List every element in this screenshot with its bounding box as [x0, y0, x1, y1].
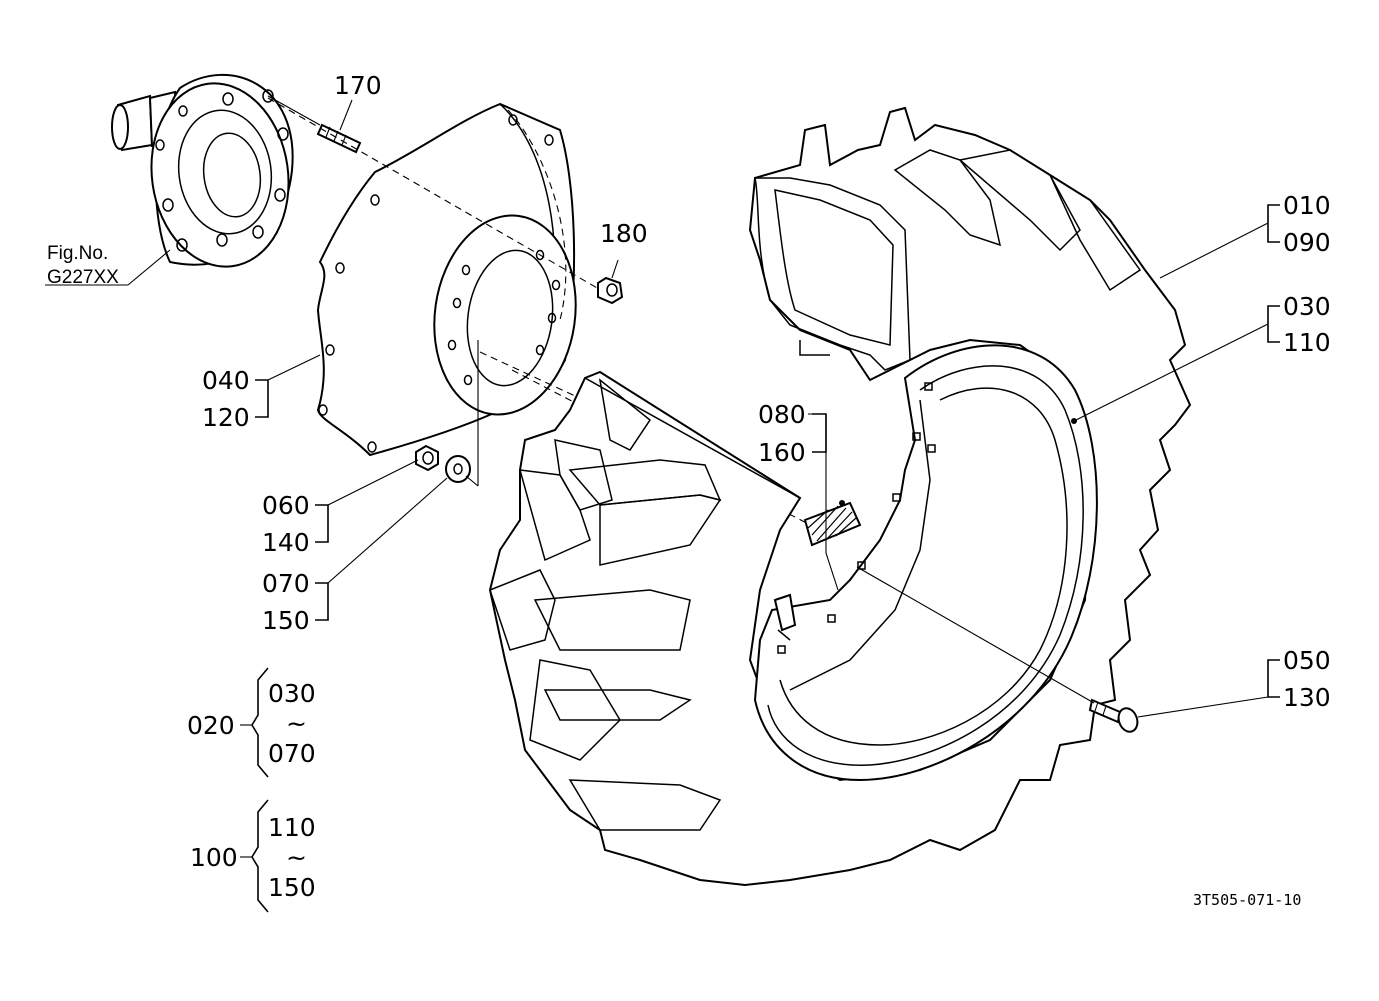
- label-plate: [803, 500, 862, 547]
- callout-160: 160: [758, 438, 806, 467]
- callout-150: 150: [262, 606, 310, 635]
- callout-060: 060: [262, 491, 310, 520]
- callout-120: 120: [202, 403, 250, 432]
- callout-040: 040: [202, 366, 250, 395]
- callout-140: 140: [262, 528, 310, 557]
- washer: [445, 455, 471, 483]
- drawing-code: 3T505-071-10: [1193, 891, 1301, 909]
- wheel-disc: [316, 102, 577, 457]
- fig-no-label: Fig.No.: [47, 243, 108, 264]
- assembly-to: 150: [268, 873, 316, 902]
- callout-050: 050: [1283, 646, 1331, 675]
- callout-170: 170: [334, 71, 382, 100]
- hub-flange: [111, 73, 294, 268]
- assembly-from: 030: [268, 679, 316, 708]
- callout-090: 090: [1283, 228, 1331, 257]
- hex-nut: [597, 276, 624, 305]
- assembly-tilde: ~: [286, 843, 307, 872]
- callout-110: 110: [1283, 328, 1331, 357]
- callout-010: 010: [1283, 191, 1331, 220]
- assembly-to: 070: [268, 739, 316, 768]
- assembly-id: 020: [187, 711, 235, 740]
- callout-180: 180: [600, 219, 648, 248]
- assembly-from: 110: [268, 813, 316, 842]
- callout-070: 070: [262, 569, 310, 598]
- callout-130: 130: [1283, 683, 1331, 712]
- assembly-tilde: ~: [286, 709, 307, 738]
- callout-080: 080: [758, 400, 806, 429]
- fig-no-value: G227XX: [47, 267, 119, 288]
- rim-bolt: [1088, 698, 1139, 733]
- assembly-id: 100: [190, 843, 238, 872]
- stud-bolt: [316, 123, 362, 154]
- callout-030: 030: [1283, 292, 1331, 321]
- wheel-nut: [415, 444, 439, 472]
